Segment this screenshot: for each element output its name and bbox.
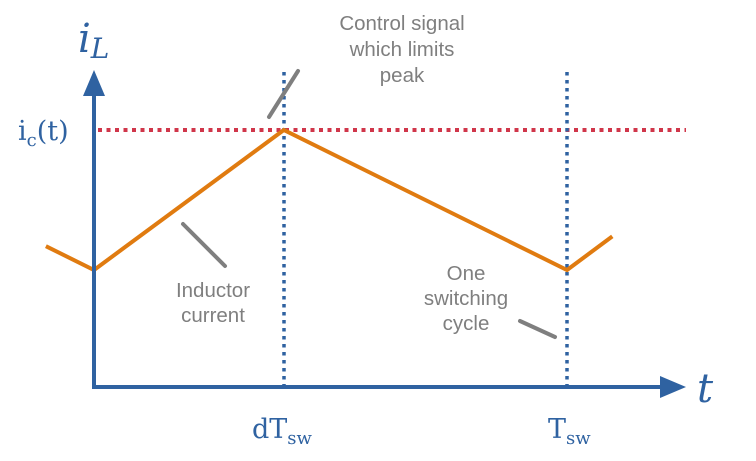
annotation-control-signal: Control signal which limits peak [267,12,465,119]
annotation-line: which limits [349,38,455,61]
inductor-current-waveform [45,127,614,273]
annotation-line: cycle [443,312,490,335]
control-signal-label: ic(t) [18,116,69,151]
annotation-line: switching [424,287,508,310]
x-axis-arrow-icon [660,376,686,398]
annotation-leader-line [267,69,300,119]
annotation-leader-line [518,319,557,339]
annotation-inductor-current: Inductor current [176,222,250,327]
annotation-line: Control signal [339,12,464,35]
annotation-line: peak [380,64,425,87]
annotation-line: One [447,262,486,285]
y-axis-arrow-icon [83,70,105,96]
annotation-leader-line [181,222,227,268]
tick-label-dtsw: dTsw [252,414,313,449]
annotation-line: Inductor [176,279,250,302]
tick-label-tsw: Tsw [548,414,591,449]
annotation-line: current [181,304,245,327]
y-axis-label: iL [78,16,109,65]
x-axis-label: t [697,366,714,412]
annotation-switching-cycle: One switching cycle [424,262,557,339]
